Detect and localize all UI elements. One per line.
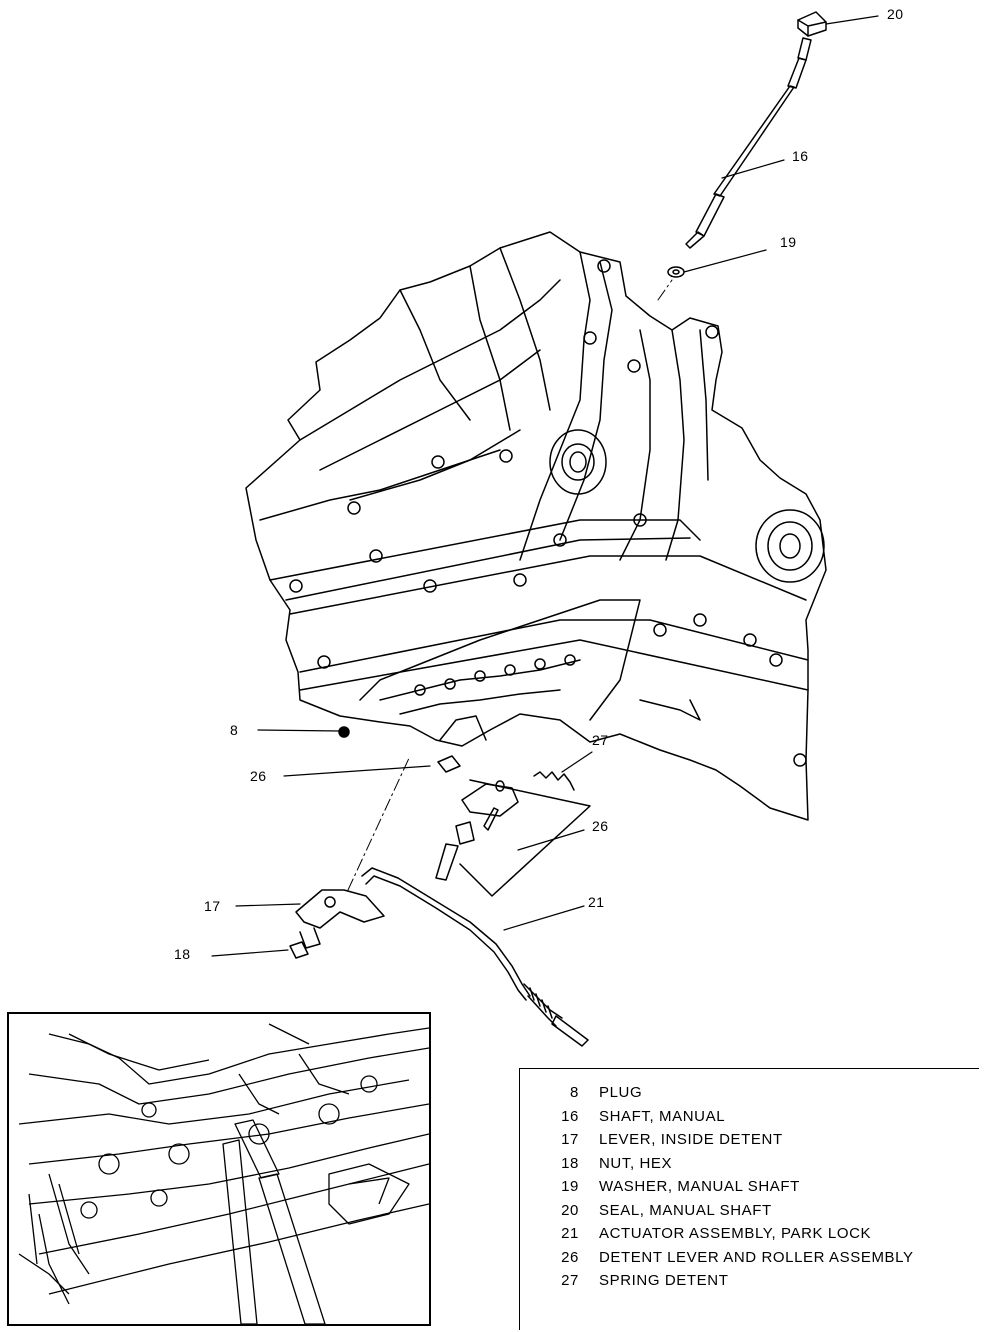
legend-row: 8 PLUG (529, 1084, 914, 1108)
legend-left-rule (519, 1068, 520, 1330)
legend-row: 17 LEVER, INSIDE DETENT (529, 1131, 914, 1155)
legend-row: 19 WASHER, MANUAL SHAFT (529, 1178, 914, 1202)
legend-row: 26 DETENT LEVER AND ROLLER ASSEMBLY (529, 1249, 914, 1273)
legend-row-number: 8 (570, 1084, 579, 1101)
legend-row: 16 SHAFT, MANUAL (529, 1108, 914, 1132)
legend-row-label: SPRING DETENT (599, 1272, 729, 1289)
legend-row-number: 16 (561, 1107, 579, 1125)
legend-row-label: SEAL, MANUAL SHAFT (599, 1201, 772, 1219)
legend-row-number: 18 (561, 1154, 579, 1172)
inset-detail-view (7, 1012, 431, 1326)
legend-row-number: 17 (561, 1131, 579, 1148)
legend-row: 27 SPRING DETENT (529, 1272, 914, 1296)
legend-row-number: 26 (561, 1248, 579, 1266)
legend-row-label: LEVER, INSIDE DETENT (599, 1131, 783, 1148)
legend-row: 20 SEAL, MANUAL SHAFT (529, 1202, 914, 1226)
legend-top-rule (519, 1068, 979, 1069)
callout-8: 8 (230, 722, 239, 738)
legend-rows: 8 PLUG 16 SHAFT, MANUAL 17 LEVER, INSIDE DE… (529, 1084, 914, 1296)
part-20-seal (797, 11, 827, 37)
part-16-manual-shaft (685, 37, 812, 249)
legend-row-number: 20 (561, 1201, 579, 1219)
part-26-detent-lever (435, 755, 591, 897)
legend-row-label: WASHER, MANUAL SHAFT (599, 1178, 800, 1195)
leader-lines (211, 15, 879, 957)
assembly-lines (347, 279, 673, 891)
legend-row-number: 19 (561, 1178, 579, 1195)
callout-26-left: 26 (250, 768, 267, 784)
legend-row-number: 27 (561, 1272, 579, 1289)
part-19-washer (667, 266, 685, 278)
legend-row-label: NUT, HEX (599, 1154, 673, 1172)
callout-17: 17 (204, 898, 221, 914)
callout-27: 27 (592, 732, 609, 748)
inset-drawing (18, 1023, 429, 1324)
transmission-case (245, 231, 827, 821)
part-21-park-lock-actuator (361, 867, 589, 1047)
part-18-hex-nut (289, 941, 309, 959)
callout-26-right: 26 (592, 818, 609, 834)
legend-row: 18 NUT, HEX (529, 1155, 914, 1179)
legend-row-label: ACTUATOR ASSEMBLY, PARK LOCK (599, 1225, 872, 1242)
callout-16: 16 (792, 148, 809, 164)
legend-row-label: SHAFT, MANUAL (599, 1107, 726, 1125)
part-17-inside-detent-lever (295, 889, 385, 949)
legend-row-label: DETENT LEVER AND ROLLER ASSEMBLY (599, 1248, 914, 1266)
callout-20: 20 (887, 6, 904, 22)
legend-row: 21 ACTUATOR ASSEMBLY, PARK LOCK (529, 1225, 914, 1249)
part-27-spring-detent (533, 771, 575, 791)
legend-row-label: PLUG (599, 1084, 643, 1101)
callout-18: 18 (174, 946, 191, 962)
part-8-plug (338, 726, 350, 738)
callout-19: 19 (780, 234, 797, 250)
parts-legend: 8 PLUG 16 SHAFT, MANUAL 17 LEVER, INSIDE DE… (519, 1068, 979, 1330)
legend-row-number: 21 (561, 1225, 579, 1242)
callout-21: 21 (588, 894, 605, 910)
